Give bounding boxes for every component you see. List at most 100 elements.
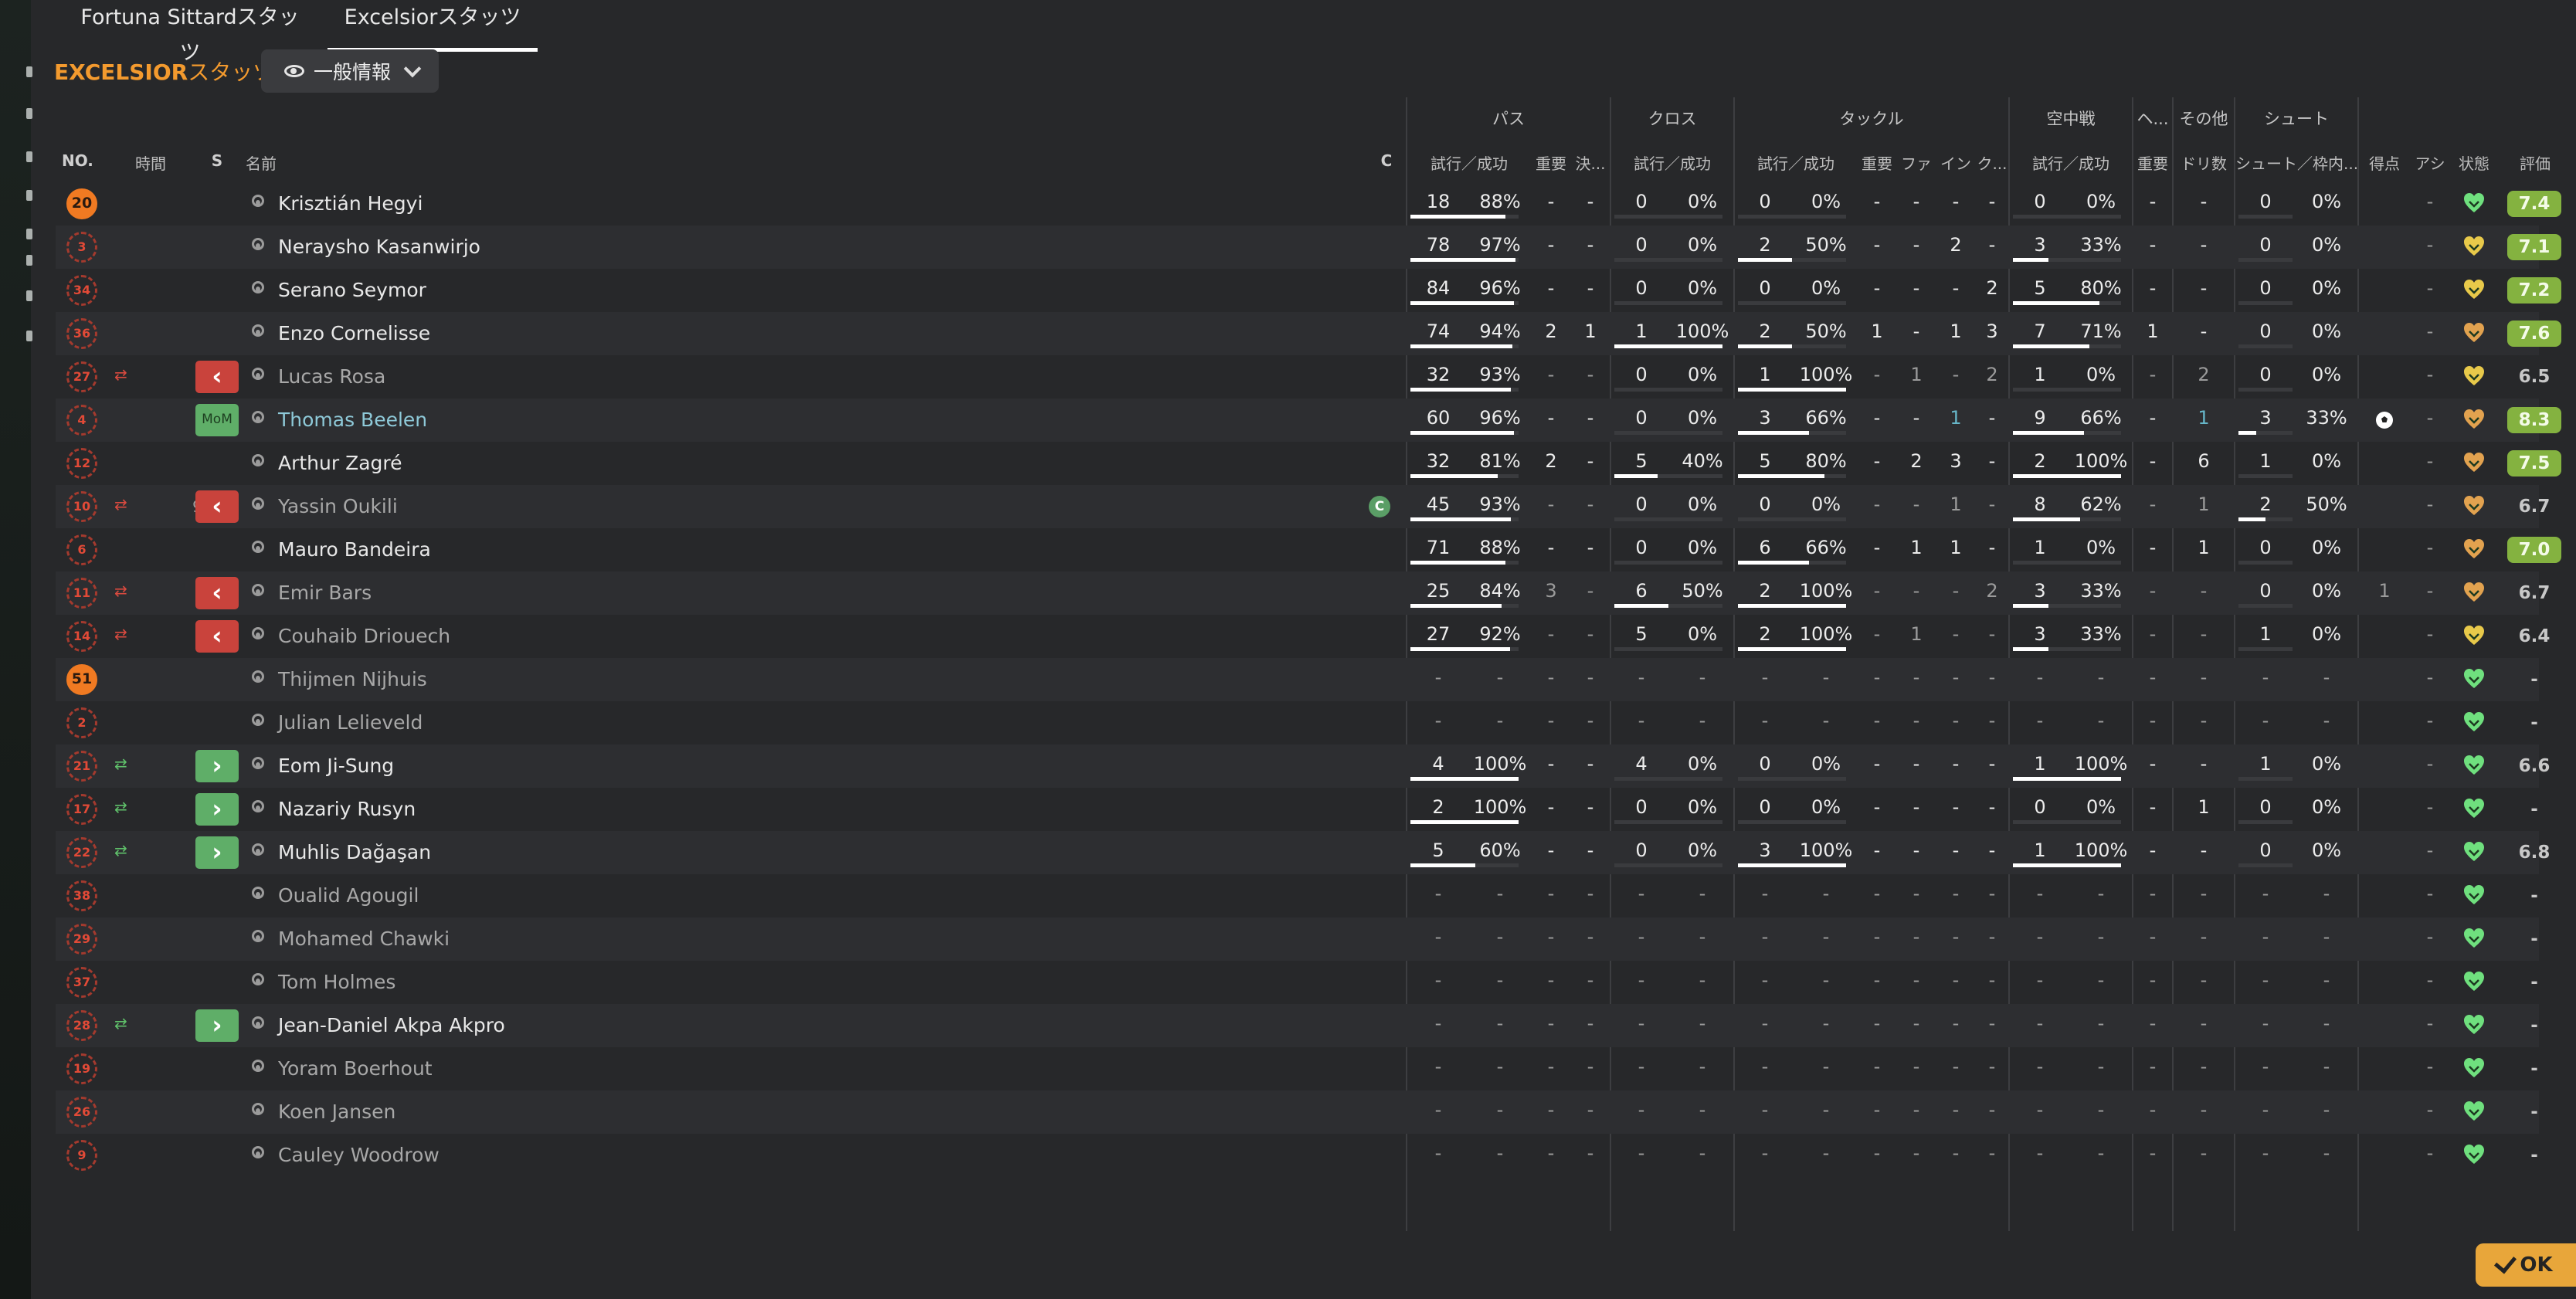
tackle-success-rate: 0% bbox=[1811, 191, 1841, 212]
table-row[interactable]: 10⇄90+1‹Yassin OukiliC4593%--00%00%--1-8… bbox=[56, 485, 2550, 528]
fouls: - bbox=[1912, 839, 1920, 861]
table-row[interactable]: 14⇄70‹Couhaib Driouech2792%--50%2100%-1-… bbox=[56, 615, 2550, 658]
col-header-c[interactable]: C bbox=[1380, 151, 1393, 170]
col-header-pass-key[interactable]: 重要 bbox=[1536, 154, 1566, 173]
interceptions: 1 bbox=[1950, 407, 1962, 429]
tab-excelsior[interactable]: Excelsiorスタッツ bbox=[328, 0, 538, 52]
cr-success-bar bbox=[1614, 258, 1722, 262]
subbed-off-button[interactable]: ‹ bbox=[195, 490, 239, 523]
table-row[interactable]: 27⇄70‹Lucas Rosa3293%--00%1100%-1-210%-2… bbox=[56, 355, 2550, 399]
player-name[interactable]: Krisztián Hegyi bbox=[278, 192, 423, 215]
col-header-tackle-clr[interactable]: ク... bbox=[1977, 154, 2008, 173]
player-name[interactable]: Muhlis Dağaşan bbox=[278, 841, 432, 863]
stat-cell: - bbox=[1638, 666, 1645, 688]
ps-success-bar bbox=[1410, 301, 1519, 305]
col-header-tackle-key[interactable]: 重要 bbox=[1862, 154, 1892, 173]
col-header-tackle-int[interactable]: イン bbox=[1940, 154, 1971, 173]
shirt-number-badge: 36 bbox=[66, 318, 97, 349]
ok-button[interactable]: OK bbox=[2476, 1243, 2576, 1287]
col-header-tackle-att[interactable]: 試行／成功 bbox=[1757, 154, 1834, 173]
col-header-pass-dec[interactable]: 決... bbox=[1575, 154, 1606, 173]
player-name[interactable]: Yoram Boerhout bbox=[278, 1057, 433, 1080]
view-selector[interactable]: 一般情報 bbox=[261, 49, 439, 93]
player-name[interactable]: Jean-Daniel Akpa Akpro bbox=[278, 1014, 505, 1036]
player-name[interactable]: Mauro Bandeira bbox=[278, 538, 431, 561]
man-of-the-match-badge[interactable]: MoM bbox=[195, 404, 239, 436]
col-header-cross-att[interactable]: 試行／成功 bbox=[1634, 154, 1711, 173]
player-name[interactable]: Eom Ji-Sung bbox=[278, 755, 395, 777]
stat-cell: - bbox=[1547, 710, 1555, 731]
table-row[interactable]: 17⇄80›Nazariy Rusyn2100%--00%00%----00%-… bbox=[56, 788, 2539, 831]
subbed-on-button[interactable]: › bbox=[195, 836, 239, 869]
col-header-header-key[interactable]: 重要 bbox=[2137, 154, 2168, 173]
player-name[interactable]: Nazariy Rusyn bbox=[278, 798, 416, 820]
col-header-no[interactable]: NO. bbox=[62, 151, 93, 170]
subbed-off-button[interactable]: ‹ bbox=[195, 361, 239, 393]
col-header-tackle-foul[interactable]: ファ bbox=[1901, 154, 1932, 173]
tab-fortuna-sittard[interactable]: Fortuna Sittardスタッツ bbox=[80, 5, 300, 65]
condition-heart-icon bbox=[2462, 754, 2486, 777]
col-header-shot-att[interactable]: シュート／枠内... bbox=[2235, 154, 2357, 173]
shots-on-target-rate: 0% bbox=[2311, 796, 2342, 818]
table-row[interactable]: 22⇄70›Muhlis Dağaşan560%--00%3100%----11… bbox=[56, 831, 2550, 874]
player-name[interactable]: Koen Jansen bbox=[278, 1101, 396, 1123]
player-name[interactable]: Emir Bars bbox=[278, 582, 372, 604]
player-name[interactable]: Oualid Agougil bbox=[278, 884, 419, 907]
col-header-dribble[interactable]: ドリ数 bbox=[2181, 154, 2227, 173]
player-name[interactable]: Lucas Rosa bbox=[278, 365, 386, 388]
stat-cell: - bbox=[2036, 710, 2044, 731]
stat-cell: - bbox=[2200, 883, 2208, 904]
shirt-number-badge: 37 bbox=[66, 967, 97, 998]
col-header-assists[interactable]: アシ bbox=[2415, 154, 2445, 173]
table-row[interactable]: 11⇄80‹Emir Bars2584%3-650%2100%---2333%-… bbox=[56, 571, 2550, 615]
player-name[interactable]: Tom Holmes bbox=[278, 971, 396, 993]
player-name[interactable]: Julian Lelieveld bbox=[278, 711, 423, 734]
player-name[interactable]: Neraysho Kasanwirjo bbox=[278, 236, 480, 258]
player-name[interactable]: Thomas Beelen bbox=[278, 409, 428, 431]
col-header-condition[interactable]: 状態 bbox=[2459, 154, 2489, 173]
table-row[interactable]: 21⇄70›Eom Ji-Sung4100%--40%00%----1100%-… bbox=[56, 744, 2550, 788]
clearances: - bbox=[1988, 537, 1996, 558]
subbed-off-button[interactable]: ‹ bbox=[195, 620, 239, 653]
group-header-cross: クロス bbox=[1648, 110, 1697, 128]
subbed-on-button[interactable]: › bbox=[195, 1009, 239, 1042]
subbed-on-button[interactable]: › bbox=[195, 750, 239, 782]
col-header-aerial-att[interactable]: 試行／成功 bbox=[2032, 154, 2109, 173]
col-header-goals[interactable]: 得点 bbox=[2369, 154, 2400, 173]
table-row[interactable]: 28⇄90›Jean-Daniel Akpa Akpro------------… bbox=[56, 1004, 2539, 1047]
stat-cell: - bbox=[2036, 666, 2044, 688]
player-name[interactable]: Cauley Woodrow bbox=[278, 1144, 440, 1166]
col-header-name[interactable]: 名前 bbox=[246, 154, 277, 173]
player-name[interactable]: Enzo Cornelisse bbox=[278, 322, 431, 344]
player-name[interactable]: Mohamed Chawki bbox=[278, 928, 450, 950]
col-header-s[interactable]: S bbox=[211, 151, 223, 170]
subbed-on-button[interactable]: › bbox=[195, 793, 239, 826]
player-name[interactable]: Arthur Zagré bbox=[278, 452, 402, 474]
tackle-success-rate: 100% bbox=[1799, 839, 1853, 861]
col-header-rating[interactable]: 評価 bbox=[2520, 154, 2551, 173]
player-name[interactable]: Yassin Oukili bbox=[278, 495, 398, 517]
subbed-off-button[interactable]: ‹ bbox=[195, 577, 239, 609]
player-name[interactable]: Couhaib Driouech bbox=[278, 625, 451, 647]
col-header-time[interactable]: 時間 bbox=[135, 154, 166, 173]
player-rating: - bbox=[2530, 1016, 2538, 1036]
col-header-pass-att[interactable]: 試行／成功 bbox=[1431, 154, 1508, 173]
player-name[interactable]: Thijmen Nijhuis bbox=[278, 668, 427, 690]
stat-cell: - bbox=[2149, 926, 2157, 948]
player-name[interactable]: Serano Seymor bbox=[278, 279, 426, 301]
